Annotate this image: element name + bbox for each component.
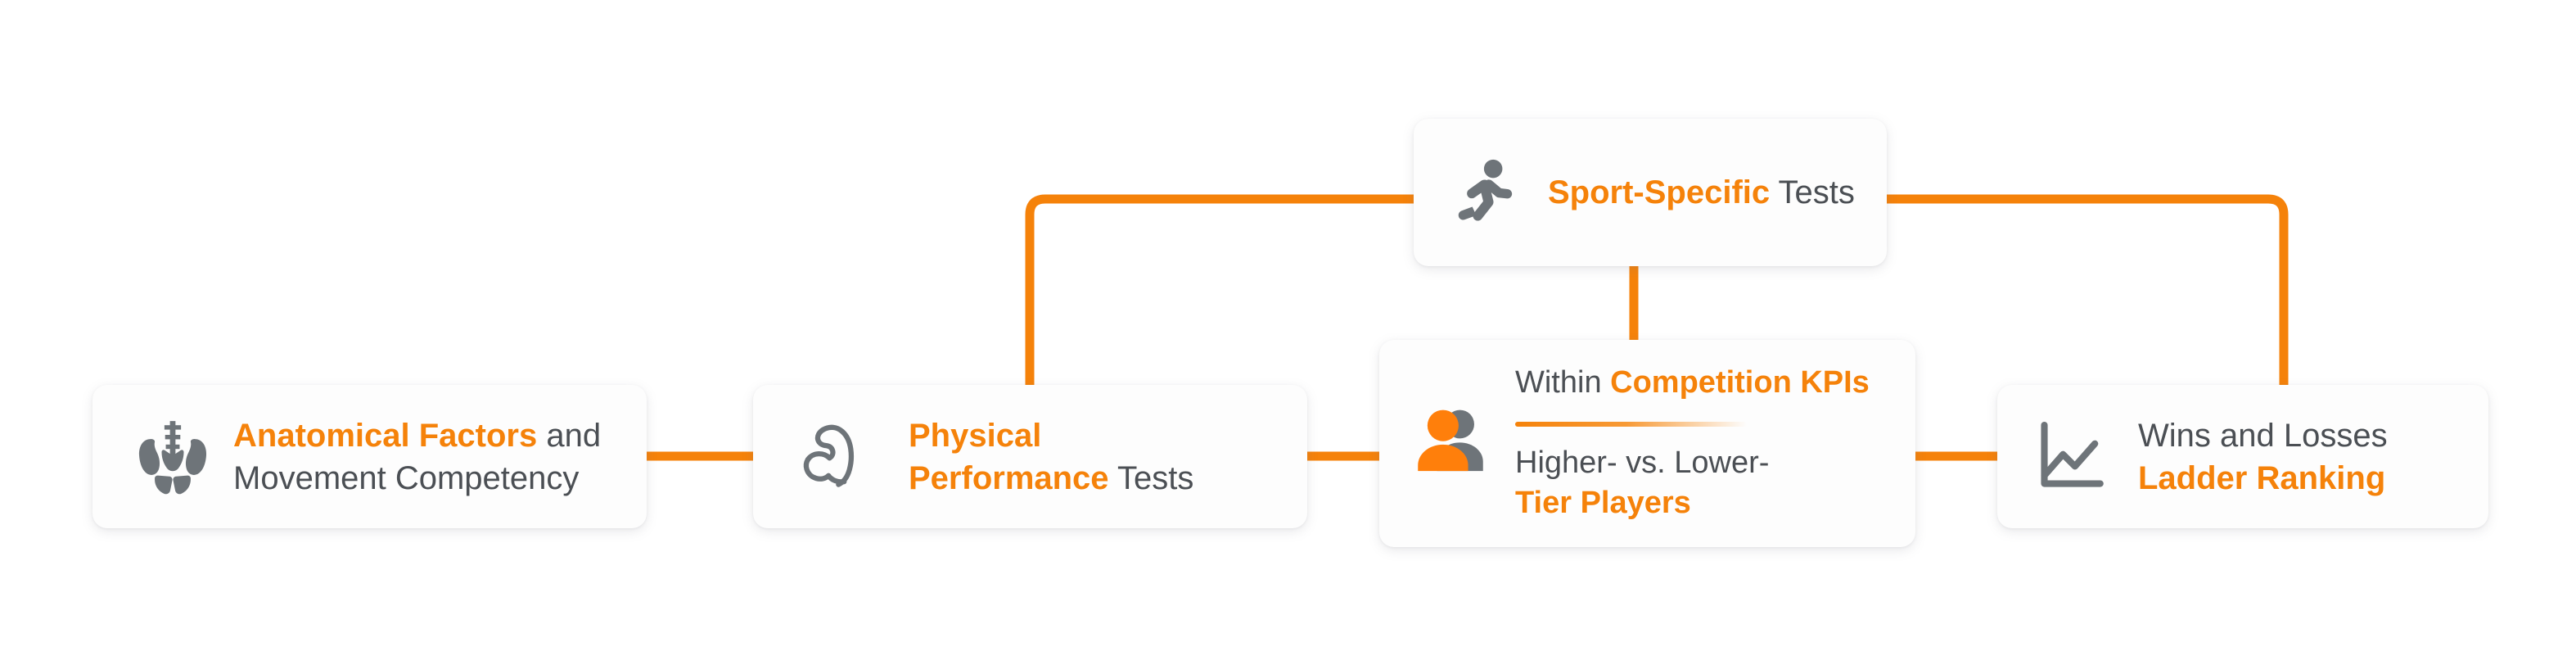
- connector-sport-to-wins: [1884, 194, 2289, 387]
- running-person-icon: [1437, 152, 1533, 233]
- node-kpi-top-line: Within Competition KPIs: [1515, 365, 1870, 400]
- node-physical-performance[interactable]: Physical Performance Tests: [753, 385, 1307, 528]
- node-kpi-bottom-line-2: Tier Players: [1515, 486, 1691, 521]
- node-anatomical-factors[interactable]: Anatomical Factors and Movement Competen…: [92, 385, 647, 528]
- node-sport-label: Sport-Specific Tests: [1533, 171, 1867, 214]
- node-anatomical-line-2: Movement Competency: [233, 459, 580, 496]
- two-people-icon: [1399, 400, 1502, 487]
- node-competition-kpis[interactable]: Within Competition KPIs Higher- vs. Lowe…: [1379, 340, 1915, 547]
- node-wins-label: Wins and Losses Ladder Ranking: [2120, 414, 2465, 500]
- node-sport-line-1: Sport-Specific Tests: [1548, 174, 1855, 210]
- node-wins-line-1: Wins and Losses: [2138, 417, 2388, 454]
- node-sport-specific[interactable]: Sport-Specific Tests: [1414, 119, 1887, 266]
- node-anatomical-label: Anatomical Factors and Movement Competen…: [227, 414, 619, 500]
- kpi-divider: [1515, 421, 1747, 427]
- node-wins-line-2: Ladder Ranking: [2138, 459, 2386, 496]
- node-kpi-label: Within Competition KPIs Higher- vs. Lowe…: [1502, 363, 1897, 523]
- connector-physical-to-sport: [1025, 194, 1418, 387]
- pelvis-icon: [119, 413, 227, 501]
- node-kpi-bottom-line-1: Higher- vs. Lower-: [1515, 445, 1770, 480]
- flexed-biceps-icon: [784, 411, 891, 503]
- node-physical-label: Physical Performance Tests: [891, 414, 1279, 500]
- node-physical-line-2: Performance Tests: [909, 459, 1194, 496]
- line-chart-icon: [2022, 414, 2120, 500]
- node-kpi-bottom-lines: Higher- vs. Lower- Tier Players: [1515, 443, 1897, 524]
- node-anatomical-line-1: Anatomical Factors and: [233, 417, 602, 454]
- node-physical-line-1: Physical: [909, 417, 1042, 454]
- node-wins-and-losses[interactable]: Wins and Losses Ladder Ranking: [1997, 385, 2488, 528]
